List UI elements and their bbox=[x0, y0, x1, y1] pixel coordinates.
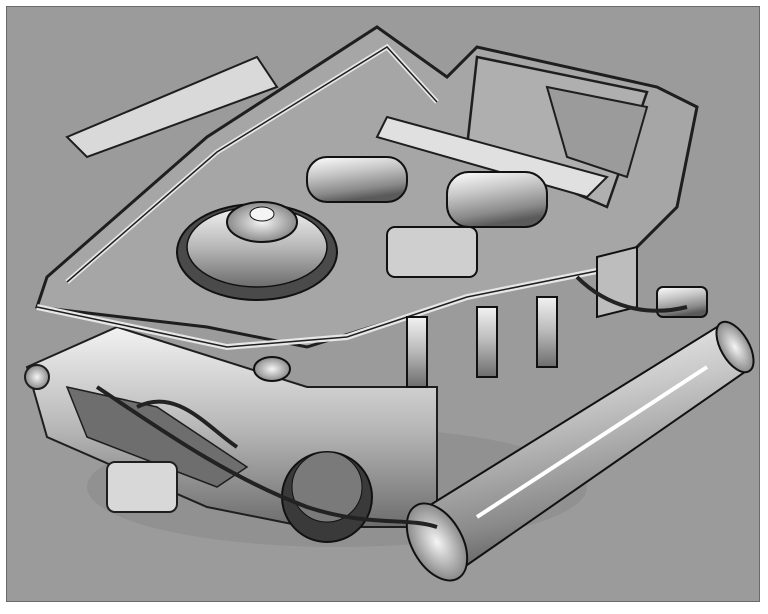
engine-illustration bbox=[7, 7, 759, 601]
hoses bbox=[95, 275, 688, 529]
air-cleaner bbox=[176, 201, 338, 301]
intake-components bbox=[253, 156, 708, 388]
illustration-frame bbox=[6, 6, 760, 602]
engine-block bbox=[24, 325, 438, 543]
